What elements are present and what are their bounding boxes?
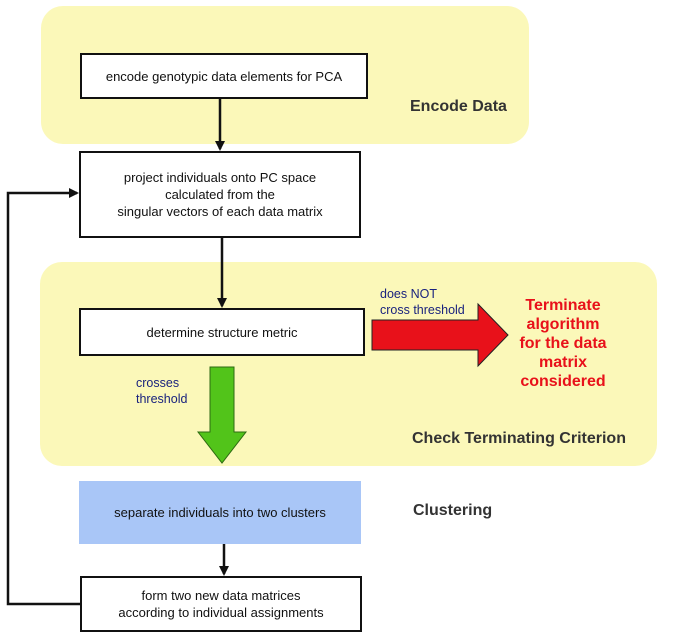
- crosses-threshold-note: crosses threshold: [136, 376, 188, 406]
- green-arrow: [196, 366, 248, 464]
- metric-box: determine structure metric: [79, 308, 365, 356]
- clustering-label: Clustering: [413, 502, 493, 519]
- form-box: form two new data matrices according to …: [80, 576, 362, 632]
- loop-back-line: [6, 188, 80, 606]
- not-cross-threshold-note: does NOT cross threshold: [380, 287, 465, 317]
- separate-box: separate individuals into two clusters: [79, 481, 361, 544]
- red-arrow: [371, 302, 509, 368]
- check-criterion-panel: [40, 262, 657, 466]
- encode-box: encode genotypic data elements for PCA: [80, 53, 368, 99]
- encode-data-label: Encode Data: [410, 98, 507, 115]
- project-box: project individuals onto PC space calcul…: [79, 151, 361, 238]
- terminate-text: Terminate algorithm for the data matrix …: [519, 297, 607, 390]
- check-criterion-label: Check Terminating Criterion: [412, 430, 626, 447]
